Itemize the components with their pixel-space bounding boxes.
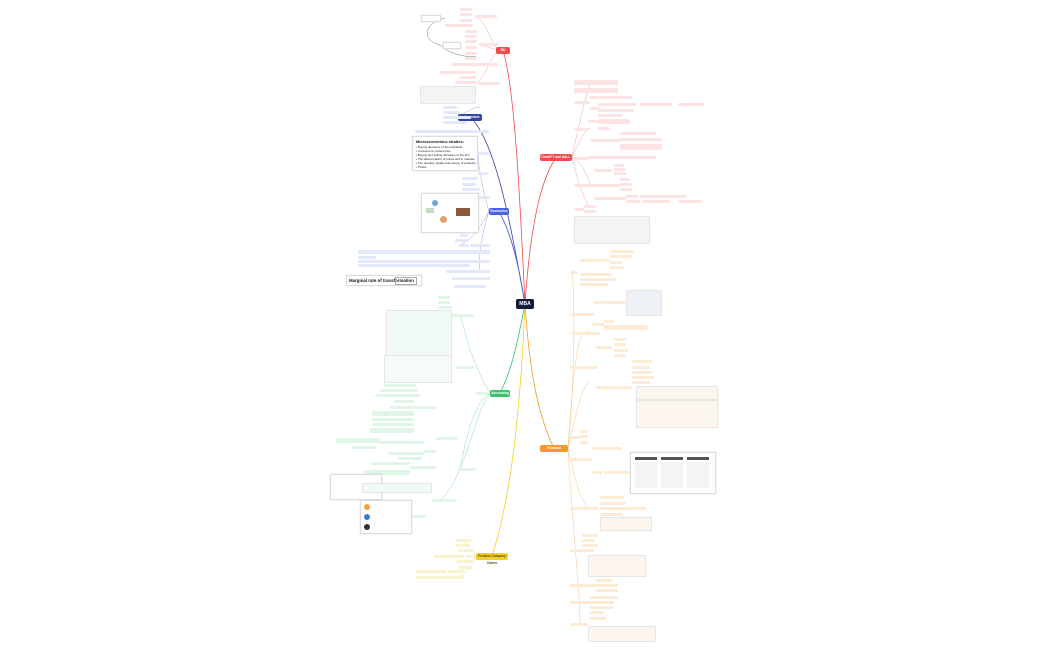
microeconomics-list: • Buying decisions of the individual • C… xyxy=(416,145,476,169)
financial-comparison-table xyxy=(630,452,716,494)
mrt-formula xyxy=(395,277,417,285)
branch-node-product-company-career[interactable]: Product Company Career xyxy=(476,553,508,565)
mrt-card: Marginal rate of transformation xyxy=(346,275,422,286)
central-node-mba[interactable]: MBA xyxy=(516,299,534,309)
mrt-title: Marginal rate of transformation xyxy=(349,278,414,283)
micro-item: • Profits xyxy=(416,165,427,169)
economics-illustration xyxy=(421,193,479,233)
person-icon xyxy=(364,514,370,520)
micro-item: • Buying and selling decisions of the fi… xyxy=(416,153,470,157)
microeconomics-title: Microeconomics studies: xyxy=(416,139,465,144)
goods-icon xyxy=(426,208,434,213)
branch-node-chatgpt-dalle[interactable]: ChatGPT and DALL-E xyxy=(540,154,572,166)
micro-item: • The determination of prices and in mar… xyxy=(416,157,475,161)
person-icon xyxy=(364,524,370,530)
branch-node-ru[interactable]: RU xyxy=(496,47,510,54)
person-icon xyxy=(432,200,438,206)
shop-icon xyxy=(456,208,470,216)
branch-node-accounting[interactable]: Accounting xyxy=(490,390,510,397)
microeconomics-card: Microeconomics studies: • Buying decisio… xyxy=(412,136,478,171)
person-icon xyxy=(440,216,447,223)
branch-node-economics[interactable]: Economics xyxy=(489,208,509,215)
micro-item: • The quantity, quality and variety of p… xyxy=(416,161,476,165)
micro-item: • Buying decisions of the individual xyxy=(416,145,463,149)
branch-node-financial-education[interactable]: Financial Education xyxy=(540,445,568,457)
person-icon xyxy=(364,504,370,510)
micro-item: • Consumers' preferences xyxy=(416,149,451,153)
accounting-people-card xyxy=(360,500,412,534)
